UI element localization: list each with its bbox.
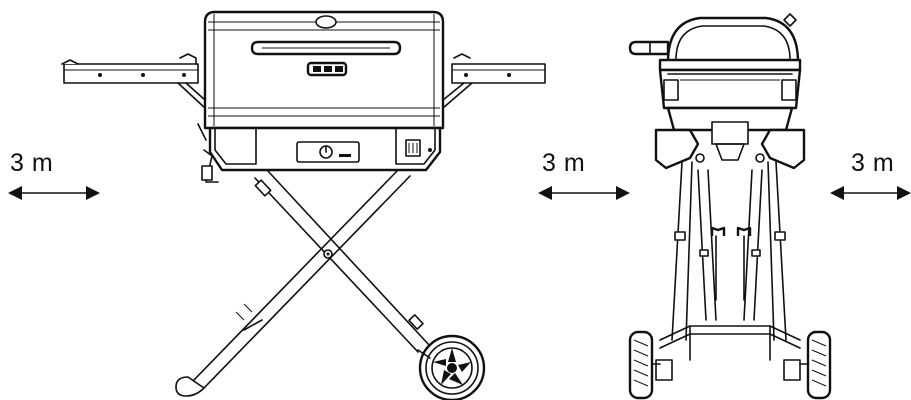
middle-clearance-arrow [538, 186, 630, 200]
left-clearance-arrow [8, 186, 100, 200]
thermometer-icon [315, 15, 337, 29]
middle-clearance-label: 3 m [542, 149, 586, 177]
side-view-grill [628, 13, 806, 170]
cart-hook-icon [710, 226, 726, 236]
right-rear-wheel-icon [806, 330, 832, 400]
right-foot-icon [783, 359, 801, 381]
right-folded-shelf [760, 128, 806, 170]
side-view-cart [628, 161, 832, 400]
right-side-shelf [451, 63, 546, 84]
side-handle [628, 40, 670, 56]
left-side-shelf [63, 63, 199, 84]
front-view-cart [175, 169, 486, 400]
lid-latch-icon [783, 13, 797, 27]
front-view-grill [61, 10, 546, 183]
left-foot-icon [655, 359, 673, 381]
right-clearance-arrow [830, 186, 911, 200]
left-clearance-label: 3 m [10, 149, 54, 177]
front-wheel-icon [418, 334, 486, 400]
left-rear-wheel-icon [628, 330, 654, 400]
left-folded-shelf [654, 128, 700, 170]
right-clearance-label: 3 m [851, 149, 895, 177]
